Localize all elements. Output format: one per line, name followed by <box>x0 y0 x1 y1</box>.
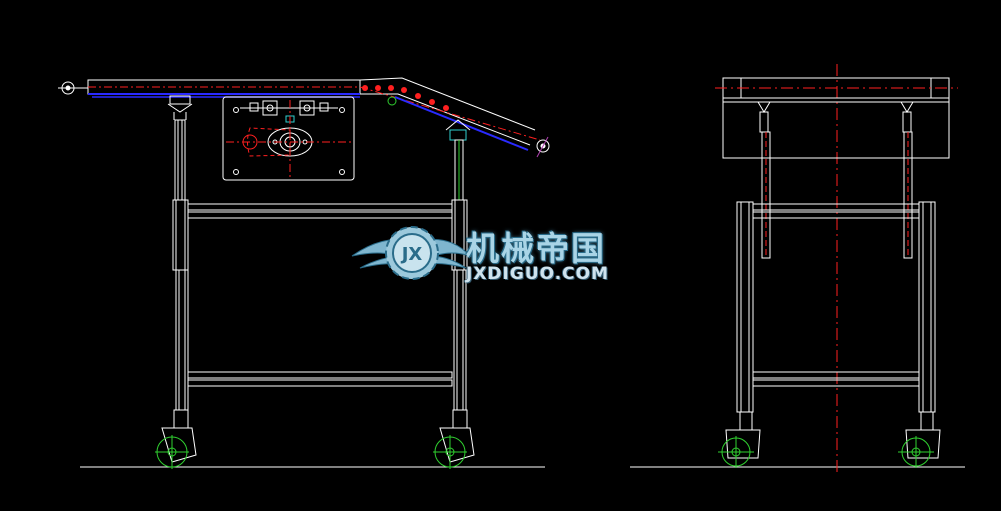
conveyor-head-front <box>715 77 958 159</box>
frame-crossbars-side <box>187 203 453 387</box>
logo-letters: JX <box>400 244 423 265</box>
caster-side-right <box>433 409 475 469</box>
caster-front-right <box>898 411 941 468</box>
drive-plate <box>222 96 355 181</box>
frame-crossbars-front <box>752 203 920 387</box>
right-support-side <box>445 119 471 411</box>
side-view <box>58 77 550 469</box>
front-support-left <box>757 101 771 259</box>
caster-side-left <box>155 409 197 469</box>
left-support-side <box>167 95 193 411</box>
watermark-url: JXDIGUO.COM <box>466 264 610 284</box>
front-support-right <box>900 101 914 259</box>
caster-front-left <box>718 411 761 468</box>
front-view <box>630 64 965 475</box>
watermark-title: 机械帝国 <box>466 229 606 268</box>
gear-wings-icon: JX <box>351 226 472 280</box>
